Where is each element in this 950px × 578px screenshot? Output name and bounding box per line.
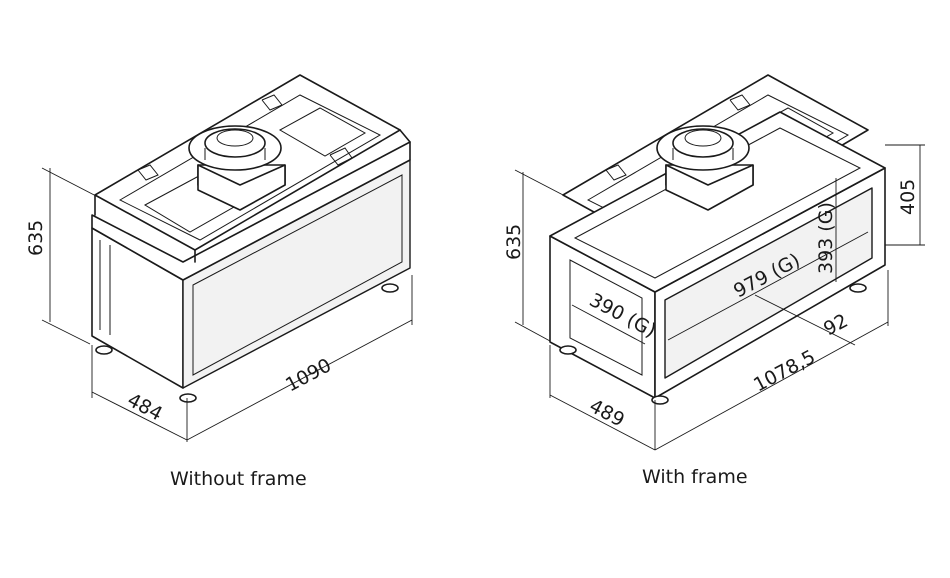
dim-width-right: 1078,5 bbox=[750, 346, 819, 397]
dim-glass-height: 393 (G) bbox=[815, 202, 837, 274]
dim-depth-right: 489 bbox=[586, 395, 628, 431]
top-band bbox=[91, 141, 411, 281]
fireplace-with-frame bbox=[549, 74, 886, 405]
dims-with-frame bbox=[514, 144, 925, 451]
flue-collar bbox=[188, 125, 286, 211]
feet bbox=[95, 283, 399, 403]
glass-opening bbox=[664, 187, 873, 379]
dim-height-left: 635 bbox=[25, 220, 47, 256]
dim-width-left: 1090 bbox=[282, 354, 335, 396]
caption-without-frame: Without frame bbox=[170, 468, 307, 490]
dim-frame-offset: 92 bbox=[820, 310, 852, 341]
dim-frame-height: 405 bbox=[897, 179, 919, 215]
caption-with-frame: With frame bbox=[642, 466, 748, 488]
dim-height-right: 635 bbox=[503, 224, 525, 260]
dim-depth-left: 484 bbox=[124, 389, 166, 425]
feet-framed bbox=[559, 283, 867, 405]
fireplace-without-frame bbox=[91, 74, 411, 403]
dims-without-frame bbox=[41, 167, 413, 442]
flue-collar-framed bbox=[656, 125, 754, 211]
